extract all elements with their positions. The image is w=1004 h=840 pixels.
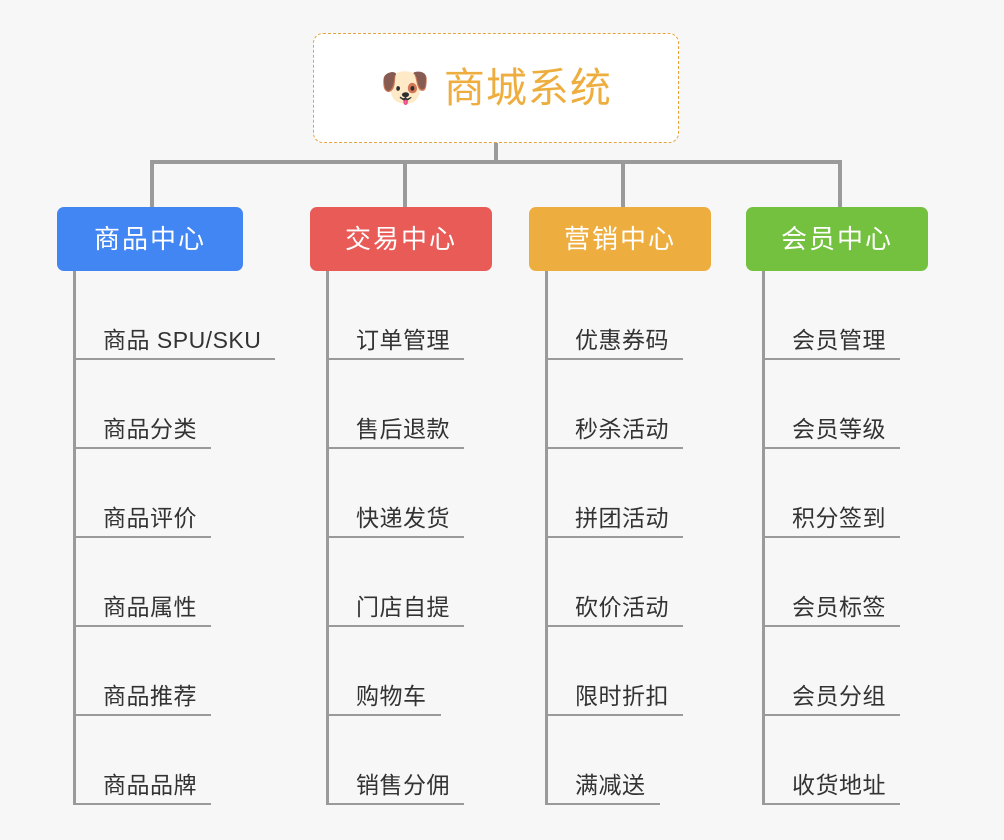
leaf-label: 砍价活动 bbox=[575, 593, 669, 620]
leaf-label: 销售分佣 bbox=[356, 771, 450, 798]
leaf-item[interactable]: 门店自提 bbox=[326, 538, 464, 627]
leaf-underline: 订单管理 bbox=[326, 327, 464, 360]
leaf-label: 购物车 bbox=[356, 682, 427, 709]
category-label: 交易中心 bbox=[344, 224, 457, 254]
leaf-underline: 商品分类 bbox=[73, 416, 211, 449]
leaf-item[interactable]: 商品分类 bbox=[73, 360, 275, 449]
leaf-list: 订单管理售后退款快递发货门店自提购物车销售分佣 bbox=[326, 271, 464, 805]
category-header-4[interactable]: 会员中心 bbox=[746, 207, 928, 271]
leaf-item[interactable]: 会员管理 bbox=[762, 271, 900, 360]
leaf-item[interactable]: 会员分组 bbox=[762, 627, 900, 716]
leaf-underline: 门店自提 bbox=[326, 594, 464, 627]
leaf-label: 订单管理 bbox=[356, 326, 450, 353]
leaf-underline: 会员管理 bbox=[762, 327, 900, 360]
leaf-item[interactable]: 销售分佣 bbox=[326, 716, 464, 805]
leaf-underline: 商品评价 bbox=[73, 505, 211, 538]
leaf-list: 会员管理会员等级积分签到会员标签会员分组收货地址 bbox=[762, 271, 900, 805]
leaf-item[interactable]: 拼团活动 bbox=[545, 449, 683, 538]
leaf-item[interactable]: 订单管理 bbox=[326, 271, 464, 360]
leaf-label: 收货地址 bbox=[792, 771, 886, 798]
leaf-label: 商品属性 bbox=[103, 593, 197, 620]
leaf-label: 快递发货 bbox=[356, 504, 450, 531]
category-label: 商品中心 bbox=[93, 224, 206, 254]
leaf-underline: 优惠券码 bbox=[545, 327, 683, 360]
connector-drop-3 bbox=[621, 160, 625, 207]
leaf-underline: 快递发货 bbox=[326, 505, 464, 538]
shiba-inu-face-icon: 🐶 bbox=[380, 66, 430, 110]
connector-horizontal-bar bbox=[150, 160, 840, 164]
leaf-label: 会员分组 bbox=[792, 682, 886, 709]
leaf-item[interactable]: 秒杀活动 bbox=[545, 360, 683, 449]
leaf-item[interactable]: 会员标签 bbox=[762, 538, 900, 627]
leaf-item[interactable]: 商品评价 bbox=[73, 449, 275, 538]
leaf-label: 秒杀活动 bbox=[575, 415, 669, 442]
leaf-item[interactable]: 砍价活动 bbox=[545, 538, 683, 627]
leaf-underline: 销售分佣 bbox=[326, 772, 464, 805]
leaf-list: 优惠券码秒杀活动拼团活动砍价活动限时折扣满减送 bbox=[545, 271, 683, 805]
category-column: 会员中心 bbox=[746, 207, 928, 271]
leaf-underline: 商品 SPU/SKU bbox=[73, 326, 276, 360]
leaf-label: 积分签到 bbox=[792, 504, 886, 531]
connector-drop-2 bbox=[403, 160, 407, 207]
leaf-underline: 商品品牌 bbox=[73, 772, 211, 805]
leaf-item[interactable]: 售后退款 bbox=[326, 360, 464, 449]
category-column: 交易中心 bbox=[310, 207, 492, 271]
category-label: 营销中心 bbox=[563, 224, 676, 254]
leaf-item[interactable]: 会员等级 bbox=[762, 360, 900, 449]
category-label: 会员中心 bbox=[780, 224, 893, 254]
leaf-item[interactable]: 收货地址 bbox=[762, 716, 900, 805]
category-column: 商品中心 bbox=[57, 207, 243, 271]
leaf-item[interactable]: 商品 SPU/SKU bbox=[73, 271, 276, 360]
leaf-item[interactable]: 商品品牌 bbox=[73, 716, 275, 805]
leaf-label: 商品评价 bbox=[103, 504, 197, 531]
leaf-label: 拼团活动 bbox=[575, 504, 669, 531]
leaf-label: 会员标签 bbox=[792, 593, 886, 620]
category-header-3[interactable]: 营销中心 bbox=[529, 207, 711, 271]
leaf-label: 售后退款 bbox=[356, 415, 450, 442]
root-node[interactable]: 🐶 商城系统 bbox=[313, 33, 679, 143]
leaf-item[interactable]: 积分签到 bbox=[762, 449, 900, 538]
leaf-underline: 购物车 bbox=[326, 683, 441, 716]
leaf-underline: 积分签到 bbox=[762, 505, 900, 538]
leaf-label: 商品品牌 bbox=[103, 771, 197, 798]
leaf-underline: 拼团活动 bbox=[545, 505, 683, 538]
connector-root-stem bbox=[494, 143, 498, 164]
leaf-label: 商品推荐 bbox=[103, 682, 197, 709]
leaf-item[interactable]: 商品属性 bbox=[73, 538, 275, 627]
category-header-2[interactable]: 交易中心 bbox=[310, 207, 492, 271]
leaf-label: 商品 SPU/SKU bbox=[103, 326, 262, 353]
leaf-underline: 会员标签 bbox=[762, 594, 900, 627]
leaf-label: 会员等级 bbox=[792, 415, 886, 442]
leaf-label: 商品分类 bbox=[103, 415, 197, 442]
leaf-underline: 售后退款 bbox=[326, 416, 464, 449]
connector-drop-4 bbox=[838, 160, 842, 207]
leaf-label: 满减送 bbox=[575, 771, 646, 798]
leaf-underline: 满减送 bbox=[545, 772, 660, 805]
leaf-underline: 商品推荐 bbox=[73, 683, 211, 716]
leaf-item[interactable]: 满减送 bbox=[545, 716, 683, 805]
leaf-label: 门店自提 bbox=[356, 593, 450, 620]
leaf-item[interactable]: 快递发货 bbox=[326, 449, 464, 538]
leaf-label: 限时折扣 bbox=[575, 682, 669, 709]
leaf-item[interactable]: 购物车 bbox=[326, 627, 464, 716]
leaf-underline: 秒杀活动 bbox=[545, 416, 683, 449]
leaf-underline: 限时折扣 bbox=[545, 683, 683, 716]
leaf-underline: 收货地址 bbox=[762, 772, 900, 805]
leaf-underline: 砍价活动 bbox=[545, 594, 683, 627]
leaf-item[interactable]: 优惠券码 bbox=[545, 271, 683, 360]
leaf-underline: 会员分组 bbox=[762, 683, 900, 716]
leaf-list: 商品 SPU/SKU 商品分类商品评价商品属性商品推荐商品品牌 bbox=[73, 271, 276, 805]
leaf-label: 会员管理 bbox=[792, 326, 886, 353]
root-title: 商城系统 bbox=[443, 64, 612, 111]
leaf-label: 优惠券码 bbox=[575, 326, 669, 353]
category-header-1[interactable]: 商品中心 bbox=[57, 207, 243, 271]
leaf-item[interactable]: 商品推荐 bbox=[73, 627, 275, 716]
connector-drop-1 bbox=[150, 160, 154, 207]
leaf-underline: 会员等级 bbox=[762, 416, 900, 449]
leaf-underline: 商品属性 bbox=[73, 594, 211, 627]
leaf-item[interactable]: 限时折扣 bbox=[545, 627, 683, 716]
category-column: 营销中心 bbox=[529, 207, 711, 271]
